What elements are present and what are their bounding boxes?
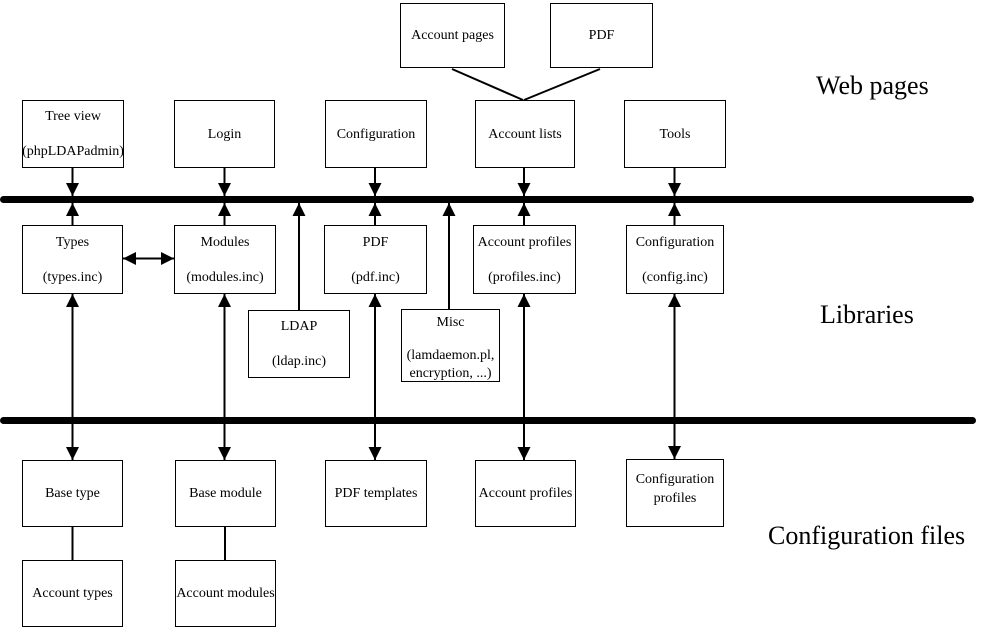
node-pdf-templates: PDF templates: [325, 460, 427, 527]
node-configuration-profiles-sub: profiles: [653, 491, 697, 506]
node-account-lists-label: Account lists: [488, 126, 562, 142]
node-misc: Misc (lamdaemon.pl, encryption, ...): [401, 309, 500, 382]
node-misc-sub-line1: (lamdaemon.pl,: [406, 348, 495, 363]
node-misc-label: Misc: [436, 315, 465, 330]
node-pdf-templates-label: PDF templates: [334, 486, 418, 501]
node-pdf-top: PDF: [550, 3, 653, 68]
section-label-web-pages: Web pages: [816, 71, 929, 100]
node-account-types-label: Account types: [32, 586, 113, 601]
node-configuration-web: Configuration: [325, 100, 427, 168]
node-configuration-profiles: Configuration profiles: [626, 459, 724, 527]
node-tree-view-sub: (phpLDAPadmin): [22, 144, 124, 159]
node-base-module-label: Base module: [189, 486, 262, 501]
node-tools-label: Tools: [659, 126, 691, 142]
node-configuration-web-label: Configuration: [336, 126, 416, 142]
edge-account-pages-account-lists: [451, 68, 524, 101]
node-ldap-sub: (ldap.inc): [271, 354, 327, 369]
node-account-profiles-lib: Account profiles (profiles.inc): [473, 225, 576, 294]
node-types: Types (types.inc): [22, 225, 123, 294]
node-login-label: Login: [207, 126, 242, 142]
node-pdf-top-label: PDF: [588, 28, 615, 43]
node-account-profiles-lib-sub: (profiles.inc): [488, 269, 561, 285]
node-account-profiles-file: Account profiles: [475, 460, 576, 527]
node-account-types: Account types: [22, 560, 123, 627]
node-tools: Tools: [624, 100, 726, 168]
node-tree-view: Tree view (phpLDAPadmin): [22, 100, 124, 168]
node-account-profiles-lib-label: Account profiles: [477, 234, 572, 250]
node-account-modules-label: Account modules: [176, 586, 275, 601]
node-ldap: LDAP (ldap.inc): [248, 310, 350, 378]
section-label-libraries: Libraries: [820, 300, 914, 329]
node-account-pages: Account pages: [400, 3, 505, 68]
node-misc-sub-line2: encryption, ...): [409, 366, 492, 381]
node-base-type: Base type: [22, 460, 123, 527]
node-base-type-label: Base type: [45, 486, 100, 501]
node-pdf-lib-label: PDF: [362, 234, 389, 250]
node-pdf-lib-sub: (pdf.inc): [351, 269, 400, 285]
node-modules: Modules (modules.inc): [174, 225, 276, 294]
node-misc-sub: (lamdaemon.pl, encryption, ...): [407, 347, 495, 383]
node-tree-view-label: Tree view: [45, 109, 101, 124]
node-base-module: Base module: [175, 460, 276, 527]
node-types-sub: (types.inc): [42, 269, 103, 285]
edge-pdf-account-lists: [523, 68, 601, 101]
node-login: Login: [174, 100, 275, 168]
node-configuration-profiles-label: Configuration: [635, 472, 715, 487]
node-account-pages-label: Account pages: [411, 28, 494, 43]
node-configuration-lib: Configuration (config.inc): [626, 225, 724, 294]
node-modules-sub: (modules.inc): [186, 269, 264, 285]
node-ldap-label: LDAP: [280, 319, 318, 334]
node-account-lists: Account lists: [475, 100, 575, 168]
node-modules-label: Modules: [200, 234, 250, 250]
node-account-profiles-file-label: Account profiles: [478, 486, 573, 501]
node-pdf-lib: PDF (pdf.inc): [324, 225, 427, 294]
node-configuration-lib-sub: (config.inc): [642, 269, 708, 285]
section-label-configuration-files: Configuration files: [768, 521, 966, 550]
node-configuration-lib-label: Configuration: [635, 234, 715, 250]
node-account-modules: Account modules: [175, 560, 276, 627]
node-types-label: Types: [55, 234, 90, 250]
